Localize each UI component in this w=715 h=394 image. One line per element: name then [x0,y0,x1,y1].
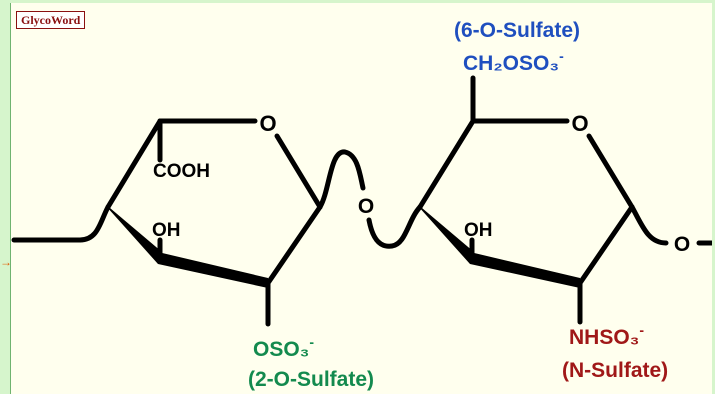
glycosidic-bond-left [317,149,366,210]
ring2-bond-c1-o-terminal [629,204,669,246]
ring2-bond-c1-c2 [577,204,635,286]
ring1-bond-c4-chain [77,204,111,243]
ring1-bond-c1-c2 [265,204,323,286]
ring-2 [366,75,712,325]
arrow-marker-icon: → [0,255,12,269]
ring1-wedge-c4-c3 [106,206,162,264]
linkage-oxygen-label: O [358,195,374,218]
ring-1 [11,118,366,327]
ring1-bond-o-c1 [274,133,323,210]
frame-inner-line [10,3,11,394]
ring1-carboxyl-label: COOH [153,161,210,182]
sulfate-2o-group: OSO₃- [253,334,314,361]
ring2-bond-c4-c5 [417,118,476,210]
glycoword-logo[interactable]: GlycoWord [16,11,86,29]
sulfate-6o-title: (6-O-Sulfate) [454,19,580,42]
sulfate-n-title: (N-Sulfate) [562,359,668,382]
ring2-wedge-c4-c3 [418,206,474,264]
ring2-wedge-c3-c2 [470,252,580,288]
ring1-hydroxyl-label: OH [152,220,181,241]
ring1-bond-c4-c5 [105,118,163,210]
ring2-bond-o-c1 [586,133,635,210]
terminal-oxygen-label: O [674,233,690,256]
glycosidic-bond-right [366,204,423,249]
sulfate-n-group: NHSO₃- [569,322,644,349]
ring1-wedge-c3-c2 [158,252,268,288]
sulfate-6o-group: CH₂OSO₃- [463,48,564,75]
ring2-oxygen-label: O [571,111,588,136]
ring1-oxygen-label: O [259,111,276,136]
ring2-hydroxyl-label: OH [464,220,493,241]
sulfate-2o-title: (2-O-Sulfate) [248,368,374,391]
